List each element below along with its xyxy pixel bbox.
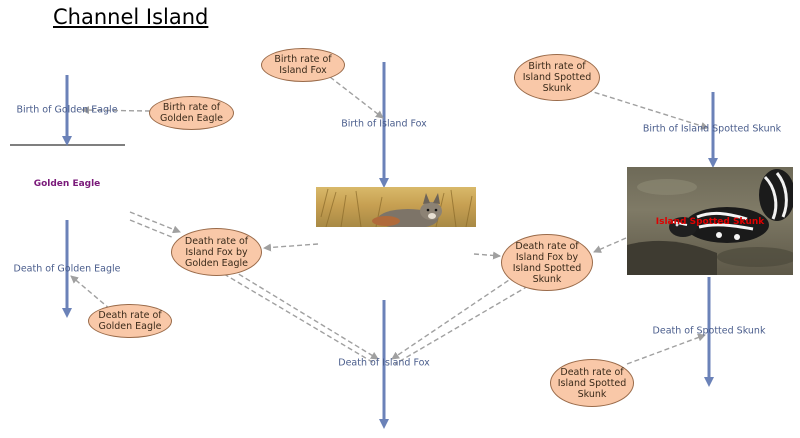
link-birthrate-eagle-to-birth [81, 106, 151, 115]
death-rate-golden-eagle-oval: Death rate of Golden Eagle [88, 304, 172, 338]
island-fox-photo [316, 187, 476, 227]
diagram-title: Channel Island [53, 5, 209, 29]
link-deathrate-skunk-to-death-fox-a [391, 275, 516, 360]
stock-island-spotted-skunk-label: Island Spotted Skunk [655, 217, 765, 227]
link-skunk-to-deathrate-fox [593, 237, 627, 253]
link-deathrate-skunk-to-death [626, 333, 706, 365]
link-deathrate-eagle-to-death [70, 275, 111, 310]
link-deathrate-eagle-to-death-fox-b [223, 273, 375, 364]
death-rate-fox-by-skunk-oval: Death rate of Island Fox by Island Spott… [501, 234, 593, 291]
fox-photo-graphic [320, 188, 473, 227]
link-eagle-to-deathrate-fox-b [129, 219, 175, 239]
link-birthrate-skunk-to-birth [586, 89, 709, 130]
flow-death-golden-eagle-label: Death of Golden Eagle [13, 263, 121, 275]
link-fox-to-deathrate-eagle [263, 243, 319, 252]
flow-birth-golden-eagle-label: Birth of Golden Eagle [16, 104, 118, 116]
flow-birth-skunk-label: Birth of Island Spotted Skunk [642, 123, 782, 135]
birth-rate-skunk-oval: Birth rate of Island Spotted Skunk [514, 54, 600, 101]
link-fox-to-deathrate-skunk [473, 251, 501, 260]
island-spotted-skunk-photo [627, 167, 793, 275]
link-deathrate-skunk-to-death-fox-b [394, 281, 536, 365]
skunk-photo-graphic [627, 169, 793, 275]
flow-death-island-fox-label: Death of Island Fox [338, 357, 430, 369]
stock-golden-eagle-label: Golden Eagle [33, 179, 101, 189]
birth-rate-golden-eagle-oval: Birth rate of Golden Eagle [149, 96, 234, 130]
birth-rate-island-fox-oval: Birth rate of Island Fox [261, 48, 345, 82]
flow-birth-island-fox-label: Birth of Island Fox [341, 118, 427, 130]
death-rate-fox-by-eagle-oval: Death rate of Island Fox by Golden Eagle [171, 228, 262, 276]
link-deathrate-eagle-to-death-fox-a [231, 269, 379, 360]
death-rate-skunk-oval: Death rate of Island Spotted Skunk [550, 359, 634, 407]
link-eagle-to-deathrate-fox-a [129, 211, 181, 234]
link-birthrate-fox-to-birth [329, 76, 384, 119]
flow-death-skunk-label: Death of Spotted Skunk [652, 325, 766, 337]
